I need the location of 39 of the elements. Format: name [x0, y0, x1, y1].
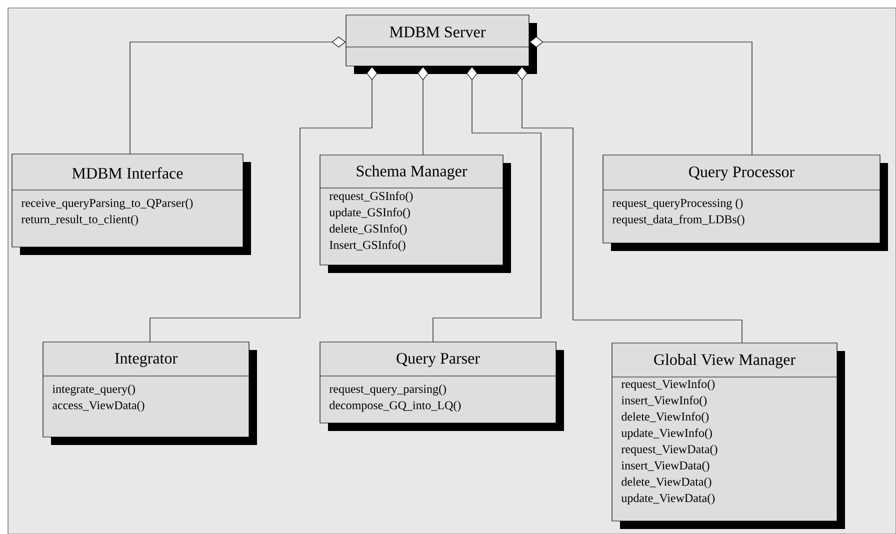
method-text: request_queryProcessing (): [612, 198, 743, 210]
class-box: [12, 154, 251, 255]
class-box: [42, 342, 257, 445]
method-text: update_ViewInfo(): [621, 428, 712, 440]
method-text: request_ViewData(): [621, 444, 718, 456]
method-text: integrate_query(): [52, 384, 135, 396]
aggregation-line: [130, 36, 346, 154]
method-text: delete_GSInfo(): [330, 224, 407, 236]
method-text: request_GSInfo(): [329, 192, 413, 202]
class-name: MDBM Server: [390, 26, 486, 38]
class-box: [612, 342, 845, 529]
method-text: insert_ViewInfo(): [621, 396, 707, 407]
class-name: Schema Manager: [356, 165, 468, 180]
method-text: receive_queryParsing_to_QParser(): [21, 198, 193, 210]
method-text: request_ViewInfo(): [621, 379, 715, 390]
method-text: insert_ViewData(): [621, 461, 710, 472]
class-box: [320, 154, 511, 273]
method-text: request_data_from_LDBs(): [612, 214, 744, 226]
method-text: delete_ViewInfo(): [622, 412, 709, 424]
method-text: return_result_to_client(): [21, 214, 138, 226]
method-text: update_ViewData(): [621, 494, 715, 505]
class-name: MDBM Interface: [72, 167, 183, 179]
aggregation-line: [418, 66, 428, 155]
class-name: Query Processor: [689, 166, 794, 181]
class-name: Query Parser: [396, 352, 480, 368]
class-box: [346, 14, 537, 74]
class-name: Integrator: [115, 353, 178, 367]
class-box: [602, 154, 888, 251]
aggregation-line: [516, 66, 742, 343]
method-text: decompose_GQ_into_LQ(): [330, 400, 461, 412]
aggregation-line: [150, 66, 378, 342]
method-text: request_query_parsing(): [329, 384, 446, 396]
method-text: delete_ViewData(): [622, 477, 712, 488]
class-box: [320, 342, 564, 431]
method-text: update_GSInfo(): [329, 208, 410, 219]
aggregation-line: [432, 66, 542, 342]
method-text: Insert_GSInfo(): [330, 240, 406, 252]
class-name: Global View Manager: [654, 354, 796, 368]
method-text: access_ViewData(): [52, 400, 144, 412]
